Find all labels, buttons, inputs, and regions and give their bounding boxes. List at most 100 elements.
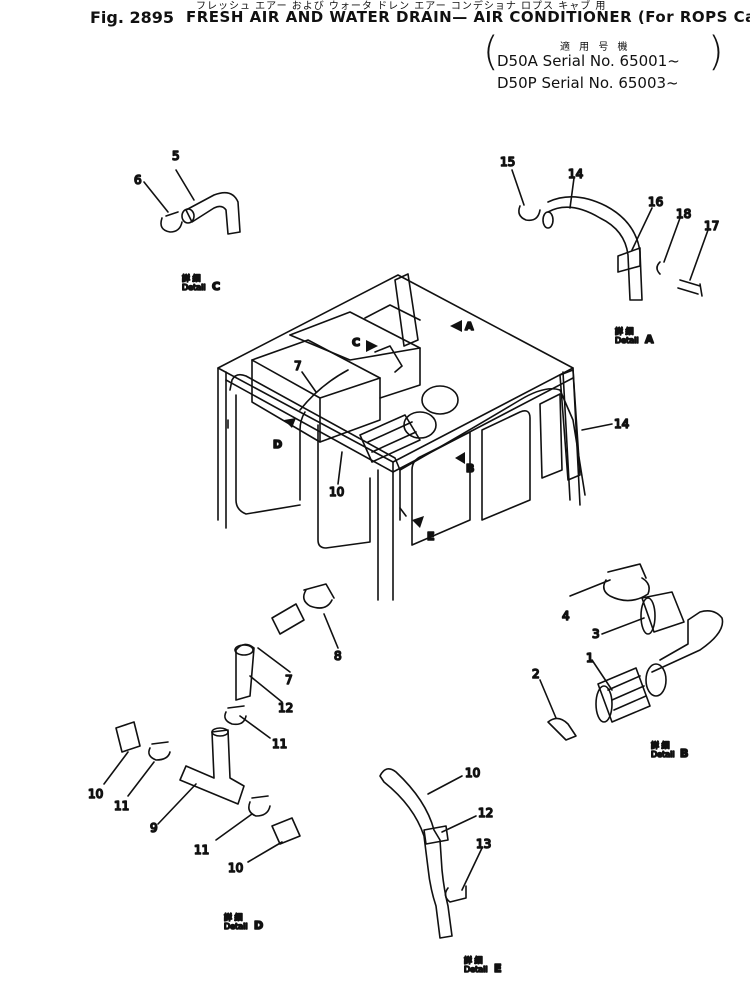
leader-14-main: [581, 423, 613, 431]
detail-b-word: Detail: [651, 750, 675, 759]
hose-12-end: [234, 644, 254, 656]
callout-10-right: 10: [228, 861, 243, 875]
clamp-11-upper: [224, 705, 247, 726]
callout-6: 6: [134, 173, 142, 187]
view-letter-b: B: [466, 462, 474, 475]
callout-16: 16: [648, 195, 663, 209]
callout-10-left: 10: [88, 787, 103, 801]
cab-window-right-a: [411, 431, 471, 546]
callout-4: 4: [562, 609, 570, 623]
leader-9: [157, 783, 197, 825]
callout-1: 1: [586, 651, 594, 665]
japanese-title: フレッシュ エアー および ウォータ ドレン エアー コンデショナ ロプス キャ…: [196, 1, 607, 12]
elbow-duct-end: [645, 663, 667, 697]
figure-number: Fig. 2895: [90, 8, 175, 27]
callout-9: 9: [150, 821, 158, 835]
view-arrow-e: [412, 516, 424, 528]
callout-3: 3: [592, 627, 600, 641]
detail-b-parts: [539, 563, 724, 741]
leader-4: [569, 579, 611, 597]
callout-12-detail-d: 12: [278, 701, 293, 715]
clamp-8: [302, 583, 335, 609]
callout-10-main: 10: [329, 485, 344, 499]
cab-pillar-front: [377, 461, 394, 601]
blower-housing-1: [421, 385, 459, 415]
leader-11-upper: [239, 715, 271, 739]
sleeve-3: [641, 591, 685, 633]
detail-a-word: Detail: [615, 336, 639, 345]
leader-7-detail: [257, 647, 291, 673]
leader-3: [601, 617, 645, 635]
tube-10-left: [115, 721, 141, 753]
callout-8: 8: [334, 649, 342, 663]
detail-a-jp: 詳 細: [615, 326, 634, 336]
bolt-17: [677, 279, 703, 297]
clamp-15: [518, 205, 541, 222]
cab-assembly: [217, 273, 586, 601]
tube-clip-front: [399, 507, 407, 517]
detail-e-word: Detail: [464, 965, 488, 974]
callout-14-detail: 14: [568, 167, 583, 181]
filter-1-end: [595, 685, 613, 723]
callout-17: 17: [704, 219, 719, 233]
callout-12-detail-e: 12: [478, 806, 493, 820]
leader-11-left: [127, 761, 155, 797]
cab-roof: [217, 274, 574, 463]
view-arrow-d: [284, 418, 296, 428]
filter-1-holes: [607, 675, 647, 711]
rear-drain-post: [394, 273, 419, 347]
callout-13: 13: [476, 837, 491, 851]
clamp-12-detail-e: [423, 825, 449, 845]
detail-d-jp: 詳 細: [224, 912, 243, 922]
clamp-11-right: [248, 795, 271, 817]
hose-14-end: [542, 211, 554, 229]
ac-unit-left: [251, 339, 381, 443]
detail-d-letter: D: [254, 919, 263, 932]
cab-window-left-b: [299, 411, 306, 501]
applicability-bracket-left: (: [483, 29, 499, 75]
detail-d-word: Detail: [224, 922, 248, 931]
leader-7-main: [301, 371, 317, 393]
clamp-11-left: [148, 741, 171, 761]
fresh-air-filter: [359, 414, 421, 463]
detail-a-letter: A: [645, 333, 654, 346]
leader-11-right: [215, 813, 253, 841]
leader-18: [663, 217, 681, 263]
elbow-duct: [651, 610, 724, 673]
view-letter-e: E: [427, 530, 435, 543]
cab-pillar-left: [217, 367, 227, 529]
figure-title: FRESH AIR AND WATER DRAIN— AIR CONDITION…: [186, 8, 750, 26]
detail-e-jp: 詳 細: [464, 955, 483, 965]
clamp-4-band: [607, 563, 647, 579]
leader-10-right: [247, 841, 283, 863]
washer-18: [656, 261, 661, 275]
clamp-6: [160, 211, 183, 233]
leader-17: [689, 229, 709, 281]
leader-10-main: [337, 451, 343, 485]
callout-7-main: 7: [294, 359, 302, 373]
tube-7-detail: [271, 603, 305, 635]
callout-10-detail-e: 10: [465, 766, 480, 780]
leader-5: [175, 169, 195, 201]
detail-d-parts: [103, 583, 339, 863]
t-joint-9-top: [211, 727, 229, 737]
cab-window-left-a: [235, 394, 301, 515]
detail-e-letter: E: [494, 962, 502, 975]
drain-tube-left: [229, 373, 401, 521]
elbow-hose-5: [185, 191, 241, 235]
view-letter-d: D: [273, 438, 282, 451]
detail-c-jp: 詳 細: [182, 273, 201, 283]
serial-d50p: D50P Serial No. 65003~: [497, 74, 679, 92]
view-arrows: [284, 320, 465, 528]
elbow-hose-5-end: [181, 208, 195, 224]
detail-c-word: Detail: [182, 283, 206, 292]
rear-drain-hose: [364, 304, 421, 321]
detail-c-letter: C: [212, 280, 220, 293]
leader-13: [461, 847, 483, 891]
leader-16: [631, 207, 653, 251]
ac-unit-left-edges: [251, 359, 381, 443]
cab-window-front: [317, 424, 371, 549]
callout-15: 15: [500, 155, 515, 169]
cab-roof-edge: [225, 377, 574, 473]
